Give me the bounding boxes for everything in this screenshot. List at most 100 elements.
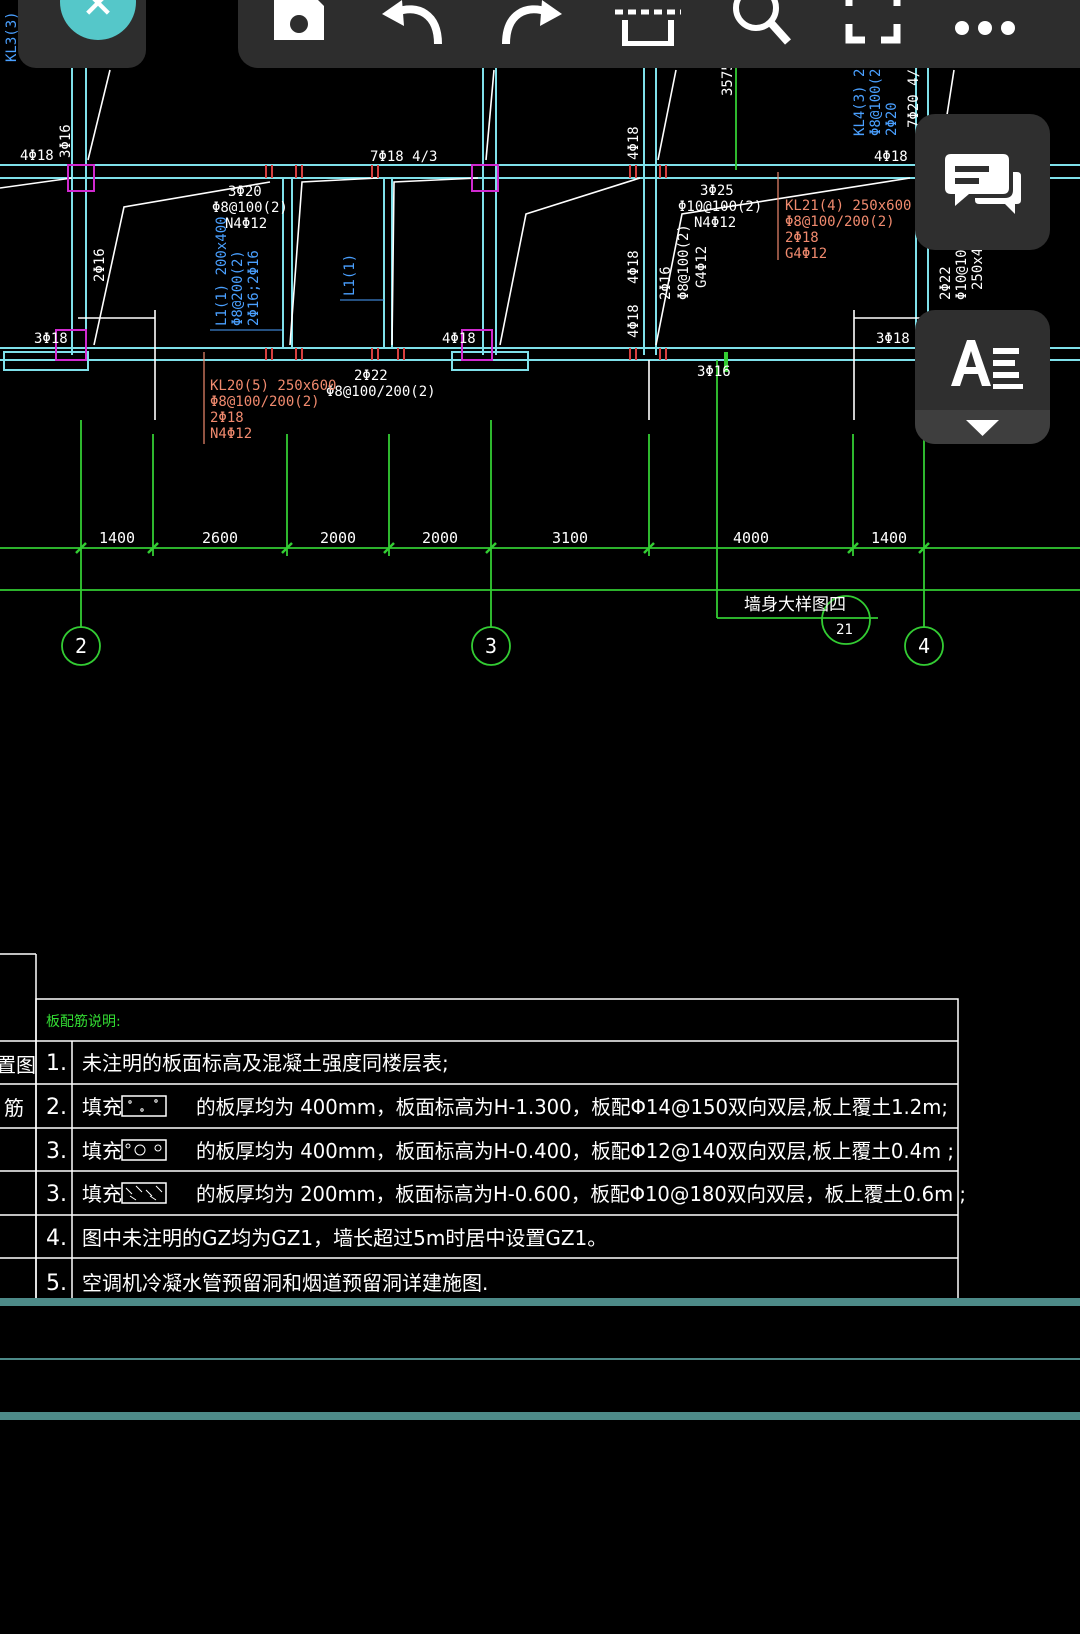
label-right-4phi18: 4Φ18	[874, 149, 908, 165]
close-button[interactable]: ×	[60, 0, 136, 40]
label-kl4-bars: 2Φ20	[884, 102, 900, 136]
save-icon	[274, 0, 324, 40]
label-beam-n4phi12: N4Φ12	[225, 216, 267, 232]
slab-lines	[0, 69, 955, 420]
label-col3-4phi18-c: 4Φ18	[626, 304, 642, 338]
redo-button[interactable]	[496, 0, 566, 46]
label-col3-4phi18-b: 4Φ18	[626, 250, 642, 284]
measure-icon	[615, 9, 681, 46]
label-kl21-waist: G4Φ12	[785, 246, 827, 262]
label-beam-phi10: Φ10@100(2)	[678, 199, 762, 215]
grid-lines	[0, 65, 1080, 666]
zoom-button[interactable]	[726, 0, 796, 46]
left-cut-label-1: 置图	[0, 1053, 36, 1077]
close-toolbar: ×	[18, 0, 146, 68]
note-row-1-num: 1.	[46, 1051, 67, 1076]
note-row-2-num: 2.	[46, 1095, 67, 1120]
grid-axis-2: 2	[75, 634, 87, 658]
label-beam-3phi25: 3Φ25	[700, 183, 734, 199]
note-row-4-text: 的板厚均为 200mm，板面标高为H-0.600，板配Φ10@180双向双层，板…	[196, 1182, 966, 1206]
dimension-1: 1400	[99, 529, 135, 547]
note-row-5-num: 4.	[46, 1226, 67, 1251]
label-mid-7phi18: 7Φ18 4/3	[370, 149, 437, 165]
text-tool-dropdown[interactable]	[915, 410, 1050, 444]
note-row-5-text: 图中未注明的GZ均为GZ1，墙长超过5m时居中设置GZ1。	[82, 1226, 607, 1250]
close-icon: ×	[82, 0, 114, 32]
label-beam-n4phi12-b: N4Φ12	[694, 215, 736, 231]
label-beam-phi8-100: Φ8@100(2)	[212, 200, 288, 216]
left-cut-label-2: 筋	[4, 1096, 24, 1120]
notes-table-title: 板配筋说明:	[46, 1013, 121, 1030]
note-row-3-pre: 填充	[82, 1139, 122, 1163]
note-row-3-num: 3.	[46, 1139, 67, 1164]
label-bot-3phi16: 3Φ16	[697, 364, 731, 380]
label-beam-3phi20: 3Φ20	[228, 184, 262, 200]
dimension-7: 1400	[871, 529, 907, 547]
label-v-3575: 3575	[720, 62, 736, 96]
undo-icon	[382, 0, 442, 45]
label-v-2phi16: 2Φ16	[658, 266, 674, 300]
more-icon	[955, 21, 1015, 35]
label-col2-2phi16: 2Φ16	[92, 248, 108, 282]
label-l1-stirrup: Φ8@200(2)	[230, 250, 246, 326]
label-kl21-stirrup: Φ8@100/200(2)	[785, 214, 895, 230]
label-kl20-waist: N4Φ12	[210, 426, 252, 442]
dimension-6: 4000	[733, 529, 769, 547]
label-mid-2phi22: 2Φ22	[354, 368, 388, 384]
dimension-4: 2000	[422, 529, 458, 547]
detail-callout: 墙身大样图四	[744, 595, 846, 615]
label-l1-bars: 2Φ16;2Φ16	[246, 250, 262, 326]
note-row-4-num: 3.	[46, 1182, 67, 1207]
label-col3-4phi18-a: 4Φ18	[626, 126, 642, 160]
label-right-250x40: 250x40	[970, 239, 986, 290]
note-row-6-num: 5.	[46, 1271, 67, 1296]
label-v-phi8: Φ8@100(2)	[676, 224, 692, 300]
label-mid-phi8: Φ8@100/200(2)	[326, 384, 436, 400]
label-kl4-spec: KL4(3) 250	[852, 52, 868, 136]
note-row-1-text: 未注明的板面标高及混凝土强度同楼层表;	[82, 1051, 449, 1075]
note-row-4-pre: 填充	[82, 1182, 122, 1206]
dimension-5: 3100	[552, 529, 588, 547]
comments-button[interactable]	[915, 114, 1050, 250]
label-l1-short: L1(1)	[342, 254, 358, 296]
redo-icon	[502, 0, 562, 45]
label-left-edge: KL3(3)	[4, 11, 20, 62]
zoom-icon	[733, 0, 791, 45]
label-v-g4phi12: G4Φ12	[694, 246, 710, 288]
label-l1-spec: L1(1) 200x400	[214, 216, 230, 326]
label-kl4-stirrup: Φ8@100(2)	[868, 60, 884, 136]
text-tool-button[interactable]	[915, 310, 1050, 444]
chat-icon	[945, 154, 1021, 214]
rebar-ticks	[265, 165, 667, 360]
grid-axis-3: 3	[485, 634, 497, 658]
label-top-left-beam: 4Φ18	[20, 148, 54, 164]
label-kl20-stirrup: Φ8@100/200(2)	[210, 394, 320, 410]
label-kl20-bars: 2Φ18	[210, 410, 244, 426]
dimension-2: 2600	[202, 529, 238, 547]
label-bot-4phi18-mid: 4Φ18	[442, 331, 476, 347]
measure-button[interactable]	[613, 0, 683, 46]
save-button[interactable]	[263, 0, 333, 46]
beam-lines	[0, 65, 1080, 371]
label-kl4-4: 7Φ20 4/3	[906, 61, 922, 128]
label-kl21-bars: 2Φ18	[785, 230, 819, 246]
drawing-frame-border	[0, 1298, 1080, 1420]
undo-button[interactable]	[378, 0, 448, 46]
label-right-2phi22: 2Φ22	[938, 266, 954, 300]
grid-axis-4: 4	[918, 634, 930, 658]
fullscreen-icon	[845, 0, 901, 44]
notes-table: 板配筋说明: 置图 筋 1. 未注明的板面标高及混凝土强度同楼层表; 2. 填充…	[0, 953, 966, 1301]
label-col2-3phi16: 3Φ16	[58, 124, 74, 158]
note-row-3-text: 的板厚均为 400mm，板面标高为H-0.400，板配Φ12@140双向双层,板…	[196, 1139, 954, 1163]
note-row-6-text: 空调机冷凝水管预留洞和烟道预留洞详建施图.	[82, 1271, 488, 1295]
label-kl21-spec: KL21(4) 250x600	[785, 198, 911, 214]
more-button[interactable]	[950, 0, 1020, 46]
note-row-2-pre: 填充	[82, 1095, 122, 1119]
caret-down-icon	[966, 420, 999, 436]
fullscreen-button[interactable]	[838, 0, 908, 46]
text-format-icon	[951, 340, 1023, 389]
note-row-2-text: 的板厚均为 400mm，板面标高为H-1.300，板配Φ14@150双向双层,板…	[196, 1095, 948, 1119]
detail-number: 21	[836, 622, 853, 638]
dimension-3: 2000	[320, 529, 356, 547]
